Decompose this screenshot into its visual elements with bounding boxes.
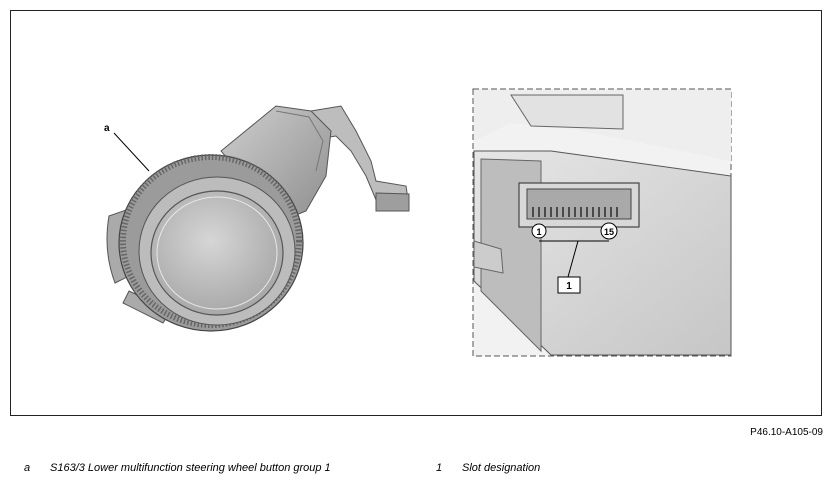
callout-a-leader: [113, 132, 150, 172]
legend-item-1: 1 Slot designation: [436, 462, 540, 474]
pin-1-label: 1: [536, 227, 541, 237]
button-group-drawing: [106, 105, 410, 332]
pin-15-label: 15: [604, 227, 614, 237]
legend-key: 1: [436, 462, 443, 474]
legend-key: a: [24, 462, 31, 474]
legend-text: S163/3 Lower multifunction steering whee…: [50, 462, 331, 474]
callout-a-label: a: [104, 123, 110, 134]
illustration-frame: a 1: [10, 10, 822, 416]
illustration: a 1: [104, 88, 732, 357]
legend-text: Slot designation: [462, 462, 541, 474]
detail-view: 1 15 1: [472, 88, 732, 357]
callout-1-label: 1: [566, 281, 572, 292]
legend-item-a: a S163/3 Lower multifunction steering whe…: [24, 462, 331, 474]
figure-code: P46.10-A105-09: [750, 427, 823, 438]
